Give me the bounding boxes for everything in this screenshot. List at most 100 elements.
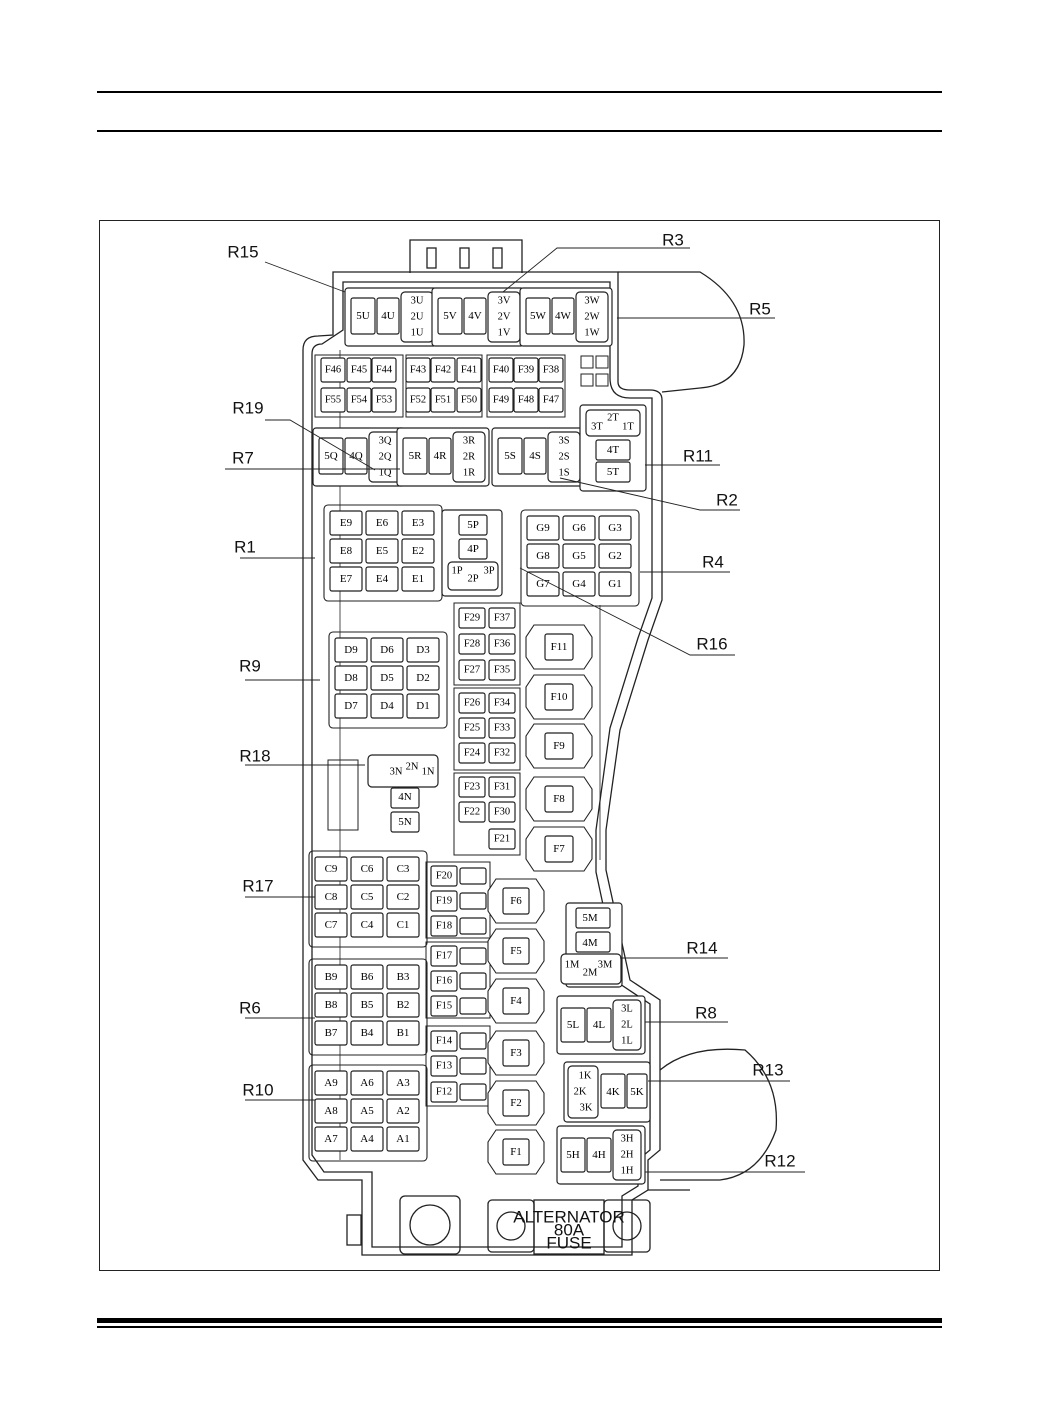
relay-pin-socket bbox=[560, 1137, 586, 1173]
relay-cell bbox=[350, 1070, 384, 1096]
fuse-label: F5 bbox=[510, 945, 522, 957]
fuse-f21 bbox=[488, 828, 516, 850]
relay-cell-label: C8 bbox=[325, 891, 338, 903]
fuse-f48 bbox=[513, 387, 539, 413]
relay-pin-label: 3U bbox=[411, 296, 424, 307]
relay-pin-label: 3L bbox=[621, 1004, 633, 1015]
relay-cell-label: C7 bbox=[325, 919, 338, 931]
callout-r2: R2 bbox=[716, 491, 738, 510]
fuse-label: F19 bbox=[436, 896, 452, 907]
fuse-slot bbox=[459, 972, 487, 990]
fuse-block-frame bbox=[453, 772, 521, 856]
fuse-f6 bbox=[502, 887, 530, 915]
fuse-f10 bbox=[544, 683, 574, 711]
relay-pin-socket bbox=[575, 931, 611, 953]
fuse-label: F40 bbox=[493, 365, 509, 376]
fuse-label: F30 bbox=[494, 807, 510, 818]
relay-r11-pin-block bbox=[585, 409, 641, 437]
relay-pin-label: 2V bbox=[498, 312, 511, 323]
relay-pin-socket bbox=[428, 437, 452, 475]
relay-pin-label: 2T bbox=[607, 413, 619, 424]
fuse-label: F7 bbox=[553, 843, 565, 855]
relay-cell-label: E3 bbox=[412, 517, 425, 529]
fuse-label: F52 bbox=[410, 395, 426, 406]
callout-r17: R17 bbox=[242, 877, 273, 896]
relay-cell bbox=[401, 566, 435, 592]
relay-cell bbox=[386, 992, 420, 1018]
fuse-label: F11 bbox=[551, 641, 568, 653]
relay-pin-label: 5Q bbox=[324, 450, 338, 462]
fuse-label: F53 bbox=[376, 395, 392, 406]
relay-cell bbox=[350, 1126, 384, 1152]
fuse-f20 bbox=[430, 865, 458, 887]
callout-r16: R16 bbox=[696, 635, 727, 654]
fuse-f46 bbox=[320, 357, 346, 383]
relay-cell-label: C5 bbox=[361, 891, 374, 903]
fuse-f53 bbox=[371, 387, 397, 413]
fuse-label: F2 bbox=[510, 1097, 522, 1109]
relay-pin-socket bbox=[586, 1137, 612, 1173]
relay-cell bbox=[562, 543, 596, 569]
fuse-label: F8 bbox=[553, 793, 565, 805]
relay-pin-label: 2K bbox=[574, 1087, 587, 1098]
relay-cell-label: D7 bbox=[344, 700, 358, 712]
callout-r1: R1 bbox=[234, 538, 256, 557]
fuse-label: F20 bbox=[436, 871, 452, 882]
relay-pin-label: 2S bbox=[558, 452, 569, 463]
relay-pin-label: 1H bbox=[621, 1166, 634, 1177]
relay-pin-socket bbox=[350, 297, 376, 335]
relay-pin-label: 4W bbox=[555, 310, 572, 322]
relay-pin-socket bbox=[376, 297, 400, 335]
fuse-f51 bbox=[430, 387, 456, 413]
relay-cell-label: G9 bbox=[536, 522, 550, 534]
relay-pin-socket bbox=[497, 437, 523, 475]
relay-cell-label: B3 bbox=[397, 971, 410, 983]
relay-cell-label: E7 bbox=[340, 573, 353, 585]
callout-leader-r2 bbox=[559, 477, 740, 511]
relay-pin-socket bbox=[390, 811, 420, 833]
relay-pin-label: 3T bbox=[591, 422, 603, 433]
relay-pin-socket bbox=[463, 297, 487, 335]
relay-pin-label: 4Q bbox=[349, 450, 363, 462]
relay-cell-label: A3 bbox=[396, 1077, 410, 1089]
fuse-label: F41 bbox=[461, 365, 477, 376]
callout-r15: R15 bbox=[227, 243, 258, 262]
relay-pin-socket bbox=[344, 437, 368, 475]
relay-cell-label: B5 bbox=[361, 999, 374, 1011]
fuse-f1 bbox=[502, 1138, 530, 1166]
relay-pin-socket bbox=[626, 1073, 648, 1109]
relay-pin-label: 3M bbox=[598, 960, 613, 971]
fuse-f25 bbox=[458, 717, 486, 739]
relay-cell bbox=[329, 510, 363, 536]
fuse-f36 bbox=[488, 633, 516, 655]
fuse-f42 bbox=[430, 357, 456, 383]
relay-pin-label: 3S bbox=[558, 436, 569, 447]
relay-cell-label: B4 bbox=[361, 1027, 374, 1039]
fuse-label: F28 bbox=[464, 639, 480, 650]
relay-pin-label: 3N bbox=[390, 767, 403, 778]
relay-pin-socket bbox=[600, 1073, 626, 1109]
relay-cell-label: E4 bbox=[376, 573, 389, 585]
fuse-label: F54 bbox=[351, 395, 368, 406]
fuse-f13 bbox=[430, 1055, 458, 1077]
callout-r5: R5 bbox=[749, 300, 771, 319]
fuse-block-frame bbox=[405, 354, 483, 418]
relay-r18-pin-block bbox=[367, 754, 439, 788]
fuse-label: F45 bbox=[351, 365, 367, 376]
relay-cell-label: D4 bbox=[380, 700, 394, 712]
relay-cell-label: G6 bbox=[572, 522, 586, 534]
relay-pin-label: 2Q bbox=[379, 452, 392, 463]
relay-cell-label: A8 bbox=[324, 1105, 338, 1117]
relay-cell-label: D3 bbox=[416, 644, 430, 656]
fuse-f35 bbox=[488, 659, 516, 681]
relay-cell bbox=[401, 510, 435, 536]
relay-cell-label: D1 bbox=[416, 700, 429, 712]
relay-pin-label: 1S bbox=[558, 468, 569, 479]
relay-r4-housing bbox=[520, 509, 640, 607]
relay-pin-socket bbox=[595, 439, 631, 461]
fuse-f12 bbox=[430, 1081, 458, 1103]
fuse-f28 bbox=[458, 633, 486, 655]
relay-pin-label: 2L bbox=[621, 1020, 633, 1031]
fuse-label: F49 bbox=[493, 395, 509, 406]
relay-cell bbox=[526, 515, 560, 541]
